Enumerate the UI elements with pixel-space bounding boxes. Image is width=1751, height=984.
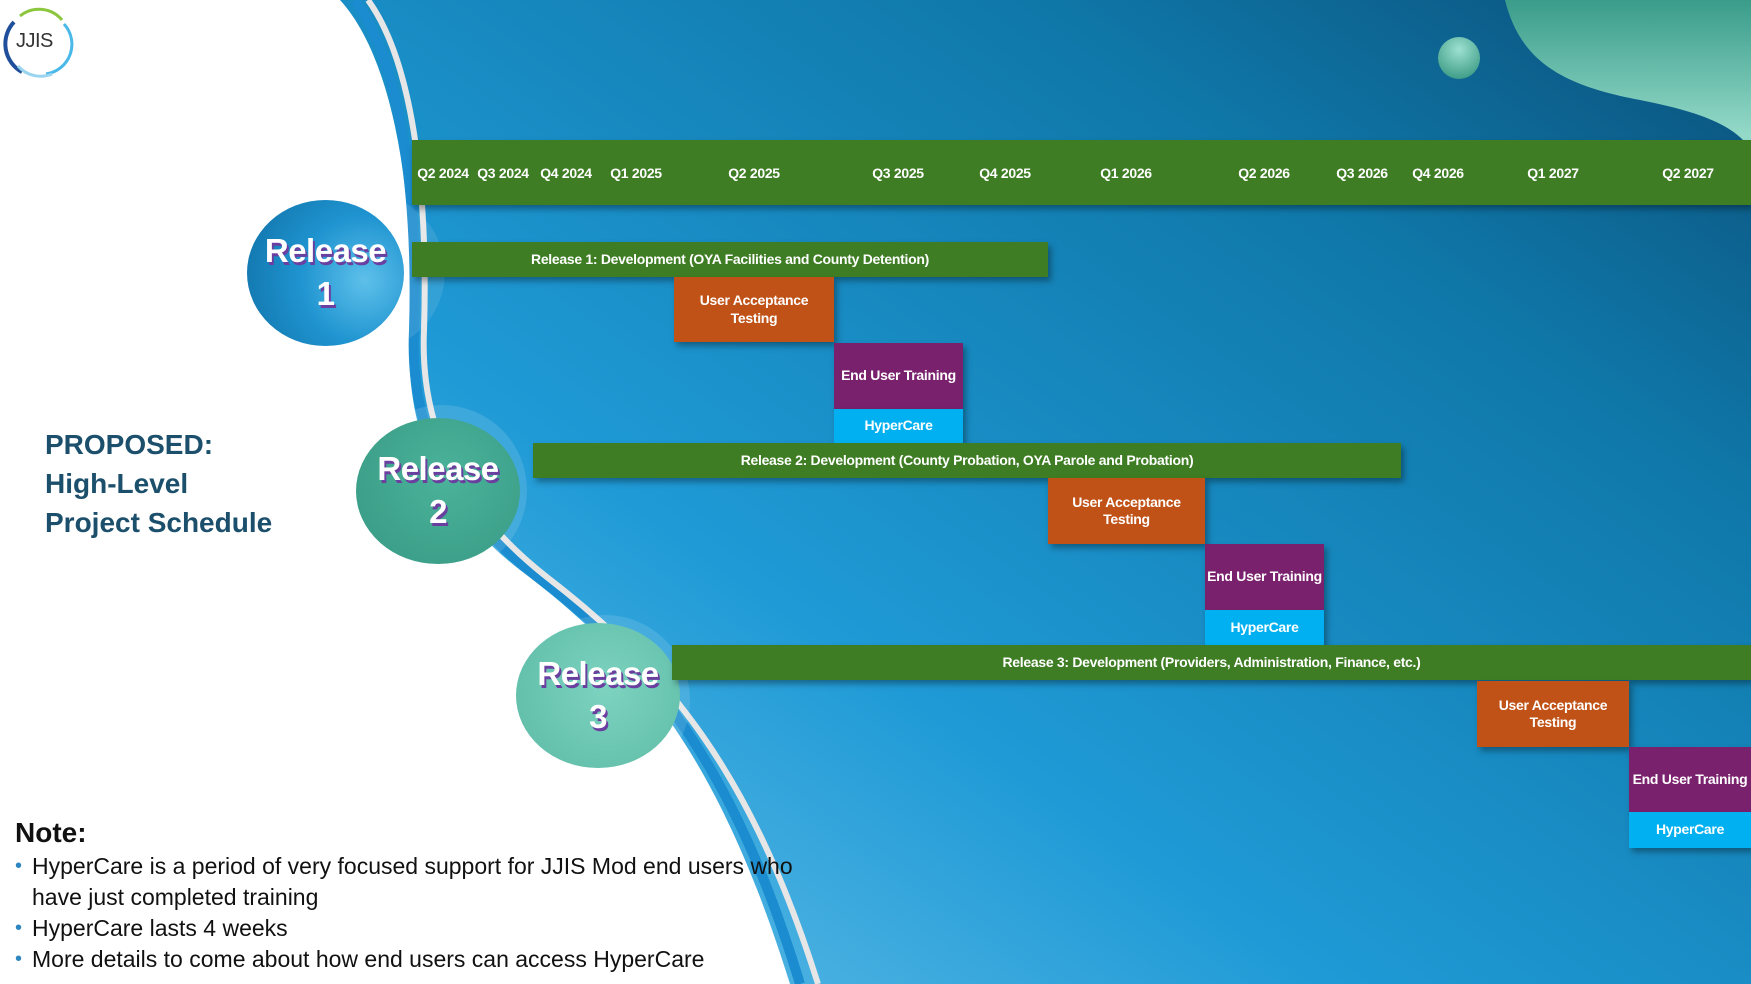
quarter-label: Q2 2026 [1238, 165, 1290, 181]
note-item: More details to come about how end users… [15, 944, 793, 975]
page-title: PROPOSED: High-Level Project Schedule [45, 425, 272, 542]
release-3-uat-label-line1: User Acceptance [1498, 696, 1608, 713]
note-item: HyperCare lasts 4 weeks [15, 913, 793, 944]
note-section: Note: HyperCare is a period of very focu… [15, 815, 793, 975]
release-2-training-label: End User Training [1207, 568, 1322, 585]
release-3-badge: Release 3 [516, 623, 680, 768]
quarter-label: Q1 2027 [1527, 165, 1579, 181]
quarter-label: Q1 2025 [610, 165, 662, 181]
quarter-label: Q4 2025 [979, 165, 1031, 181]
title-line-1: PROPOSED: [45, 429, 214, 460]
note-heading: Note: [15, 817, 87, 848]
logo-text: JJIS [16, 30, 53, 52]
quarter-label: Q2 2027 [1662, 165, 1714, 181]
release-2-badge: Release 2 [356, 418, 520, 564]
title-line-2: High-Level [45, 468, 189, 499]
release-1-label: Release [264, 232, 387, 270]
quarter-label: Q3 2025 [872, 165, 924, 181]
timeline-header: Q2 2024 Q3 2024 Q4 2024 Q1 2025 Q2 2025 … [412, 140, 1751, 205]
release-1-uat-label-line2: Testing [730, 309, 778, 326]
release-1-development-bar: Release 1: Development (OYA Facilities a… [412, 242, 1048, 277]
release-3-hypercare-label: HyperCare [1655, 821, 1725, 838]
note-item-continuation: have just completed training [32, 884, 319, 910]
release-1-hypercare-bar: HyperCare [834, 409, 963, 443]
quarter-label: Q1 2026 [1100, 165, 1152, 181]
release-2-hypercare-bar: HyperCare [1205, 610, 1324, 645]
release-2-uat-label-line1: User Acceptance [1072, 493, 1181, 510]
release-2-development-label: Release 2: Development (County Probation… [740, 451, 1194, 468]
release-1-training-bar: End User Training [834, 343, 963, 409]
release-1-uat-bar: User Acceptance Testing [674, 277, 834, 342]
release-3-hypercare-bar: HyperCare [1629, 812, 1751, 848]
release-1-number: 1 [316, 275, 335, 312]
title-line-3: Project Schedule [45, 507, 273, 538]
quarter-label: Q2 2024 [417, 165, 469, 181]
release-2-label: Release [377, 450, 499, 488]
release-1-uat-label-line1: User Acceptance [699, 292, 809, 308]
release-3-development-bar: Release 3: Development (Providers, Admin… [672, 645, 1751, 680]
release-1-development-label: Release 1: Development (OYA Facilities a… [531, 250, 929, 267]
release-1-badge: Release 1 [247, 200, 404, 346]
quarter-label: Q3 2026 [1336, 165, 1388, 181]
release-2-number: 2 [429, 493, 447, 530]
logo-rings-icon [3, 7, 74, 78]
release-1-hypercare-label: HyperCare [864, 417, 933, 434]
quarter-label: Q2 2025 [728, 165, 780, 181]
quarter-label: Q4 2024 [540, 165, 592, 181]
release-2-uat-bar: User Acceptance Testing [1048, 478, 1205, 544]
note-item: HyperCare is a period of very focused su… [15, 851, 793, 882]
release-3-number: 3 [589, 697, 607, 735]
release-2-development-bar: Release 2: Development (County Probation… [533, 443, 1401, 478]
release-3-training-bar: End User Training [1629, 747, 1751, 812]
release-3-training-label: End User Training [1632, 770, 1748, 787]
release-1-training-label: End User Training [841, 367, 956, 384]
release-3-development-label: Release 3: Development (Providers, Admin… [1002, 653, 1421, 670]
release-2-training-bar: End User Training [1205, 544, 1324, 610]
note-list: HyperCare is a period of very focused su… [15, 851, 793, 975]
release-3-uat-bar: User Acceptance Testing [1477, 681, 1629, 747]
quarter-label: Q4 2026 [1412, 165, 1464, 181]
quarter-label: Q3 2024 [477, 165, 529, 181]
release-2-hypercare-label: HyperCare [1230, 618, 1299, 635]
release-2-uat-label-line2: Testing [1103, 511, 1150, 527]
release-3-uat-label-line2: Testing [1529, 714, 1577, 730]
jjis-logo: JJIS [2, 6, 74, 78]
release-3-label: Release [537, 654, 659, 692]
